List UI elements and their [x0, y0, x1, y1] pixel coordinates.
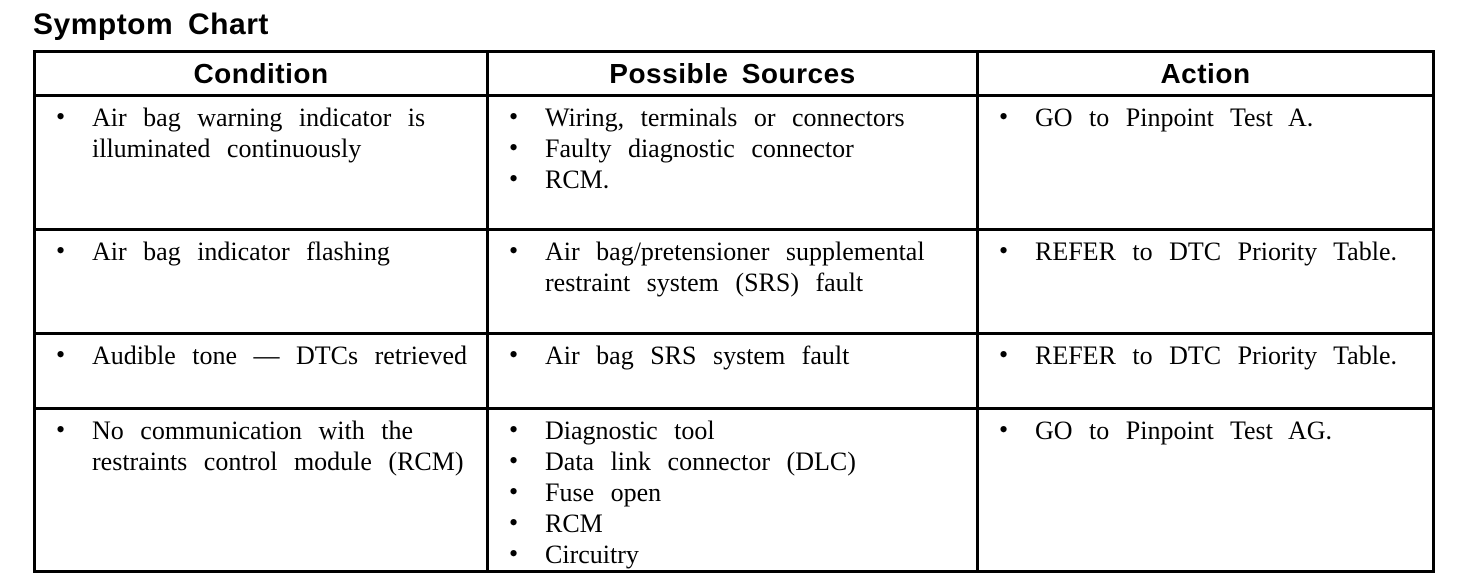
- bullet-list: Air bag warning indicator is illuminated…: [36, 101, 478, 164]
- table-row: No communication with the restraints con…: [33, 407, 1435, 573]
- possible-sources-cell: Diagnostic tool Data link connector (DLC…: [486, 407, 979, 573]
- table-body: Air bag warning indicator is illuminated…: [33, 94, 1435, 573]
- bullet-list: REFER to DTC Priority Table.: [979, 235, 1424, 267]
- list-item: GO to Pinpoint Test A.: [999, 101, 1424, 133]
- condition-cell: Air bag warning indicator is illuminated…: [33, 94, 489, 231]
- bullet-list: GO to Pinpoint Test A.: [979, 101, 1424, 133]
- table-row: Air bag warning indicator is illuminated…: [33, 94, 1435, 231]
- condition-cell: No communication with the restraints con…: [33, 407, 489, 573]
- action-cell: REFER to DTC Priority Table.: [976, 228, 1435, 335]
- possible-sources-cell: Wiring, terminals or connectors Faulty d…: [486, 94, 979, 231]
- list-item: Air bag SRS system fault: [509, 339, 968, 371]
- list-item: Audible tone — DTCs retrieved: [56, 339, 478, 371]
- bullet-list: REFER to DTC Priority Table.: [979, 339, 1424, 371]
- page-title: Symptom Chart: [33, 8, 269, 41]
- bullet-list: Air bag indicator flashing: [36, 235, 478, 267]
- column-header-action: Action: [976, 50, 1435, 97]
- action-cell: REFER to DTC Priority Table.: [976, 332, 1435, 410]
- list-item: REFER to DTC Priority Table.: [999, 339, 1424, 371]
- table-header: Condition Possible Sources Action: [33, 50, 1435, 97]
- list-item: REFER to DTC Priority Table.: [999, 235, 1424, 267]
- table-row: Audible tone — DTCs retrieved Air bag SR…: [33, 332, 1435, 410]
- possible-sources-cell: Air bag SRS system fault: [486, 332, 979, 410]
- bullet-list: No communication with the restraints con…: [36, 414, 478, 477]
- list-item: GO to Pinpoint Test AG.: [999, 414, 1424, 446]
- condition-cell: Audible tone — DTCs retrieved: [33, 332, 489, 410]
- list-item: Air bag indicator flashing: [56, 235, 478, 267]
- action-cell: GO to Pinpoint Test AG.: [976, 407, 1435, 573]
- list-item: Diagnostic tool: [509, 414, 968, 446]
- possible-sources-cell: Air bag/pretensioner supplemental restra…: [486, 228, 979, 335]
- list-item: Data link connector (DLC): [509, 445, 968, 477]
- list-item: RCM.: [509, 163, 968, 195]
- list-item: Air bag/pretensioner supplemental restra…: [509, 235, 968, 298]
- list-item: Air bag warning indicator is illuminated…: [56, 101, 478, 164]
- bullet-list: GO to Pinpoint Test AG.: [979, 414, 1424, 446]
- action-cell: GO to Pinpoint Test A.: [976, 94, 1435, 231]
- bullet-list: Air bag/pretensioner supplemental restra…: [489, 235, 968, 298]
- list-item: No communication with the restraints con…: [56, 414, 478, 477]
- symptom-chart-table: Condition Possible Sources Action Air ba…: [33, 50, 1435, 573]
- list-item: RCM: [509, 507, 968, 539]
- bullet-list: Air bag SRS system fault: [489, 339, 968, 371]
- condition-cell: Air bag indicator flashing: [33, 228, 489, 335]
- list-item: Wiring, terminals or connectors: [509, 101, 968, 133]
- header-row: Condition Possible Sources Action: [33, 50, 1435, 97]
- table-row: Air bag indicator flashing Air bag/prete…: [33, 228, 1435, 335]
- column-header-possible-sources: Possible Sources: [486, 50, 979, 97]
- column-header-condition: Condition: [33, 50, 489, 97]
- list-item: Faulty diagnostic connector: [509, 132, 968, 164]
- list-item: Fuse open: [509, 476, 968, 508]
- bullet-list: Audible tone — DTCs retrieved: [36, 339, 478, 371]
- bullet-list: Wiring, terminals or connectors Faulty d…: [489, 101, 968, 195]
- list-item: Circuitry: [509, 538, 968, 570]
- bullet-list: Diagnostic tool Data link connector (DLC…: [489, 414, 968, 570]
